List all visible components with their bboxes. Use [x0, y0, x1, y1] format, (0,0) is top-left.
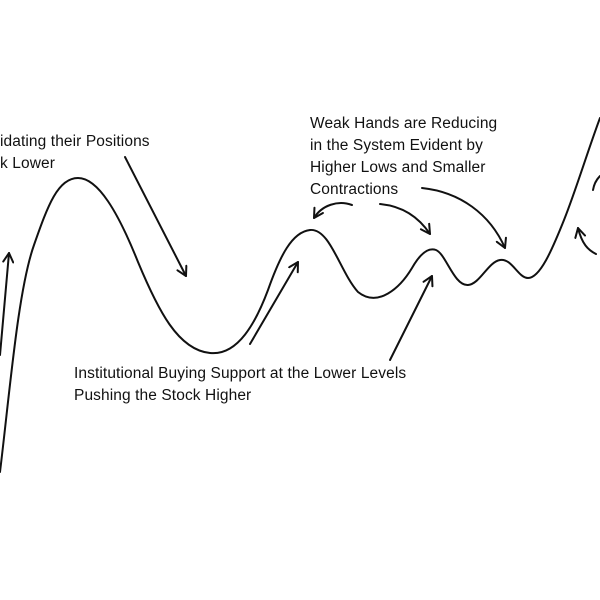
annotation-top-left-line-2: k Lower — [0, 155, 55, 172]
annotation-top-right-line-1: Weak Hands are Reducing — [310, 115, 497, 132]
annotation-bottom-center-line-1: Institutional Buying Support at the Lowe… — [74, 365, 406, 382]
price-curve — [0, 117, 600, 473]
annotation-bottom-center: Institutional Buying Support at the Lowe… — [74, 365, 411, 404]
support-arrow-1 — [249, 261, 299, 345]
contraction-arrow-right — [421, 187, 507, 249]
selling-pressure-arrow — [124, 156, 188, 277]
annotation-top-right-line-4: Contractions — [310, 181, 398, 198]
annotation-top-right-line-2: in the System Evident by — [310, 137, 483, 154]
left-edge-arrow — [0, 251, 15, 356]
breakout-arrow — [574, 227, 597, 255]
annotation-top-right: Weak Hands are Reducing in the System Ev… — [310, 115, 502, 198]
support-arrow-2 — [389, 275, 434, 361]
annotation-top-left-line-1: idating their Positions — [0, 133, 150, 150]
contraction-arrow-middle — [379, 203, 431, 235]
annotation-bottom-center-line-2: Pushing the Stock Higher — [74, 387, 251, 404]
annotation-top-left: idating their Positions k Lower — [0, 133, 154, 172]
right-edge-arrow-stub — [592, 175, 600, 191]
contraction-arrow-left — [313, 202, 353, 219]
annotation-top-right-line-3: Higher Lows and Smaller — [310, 159, 485, 176]
